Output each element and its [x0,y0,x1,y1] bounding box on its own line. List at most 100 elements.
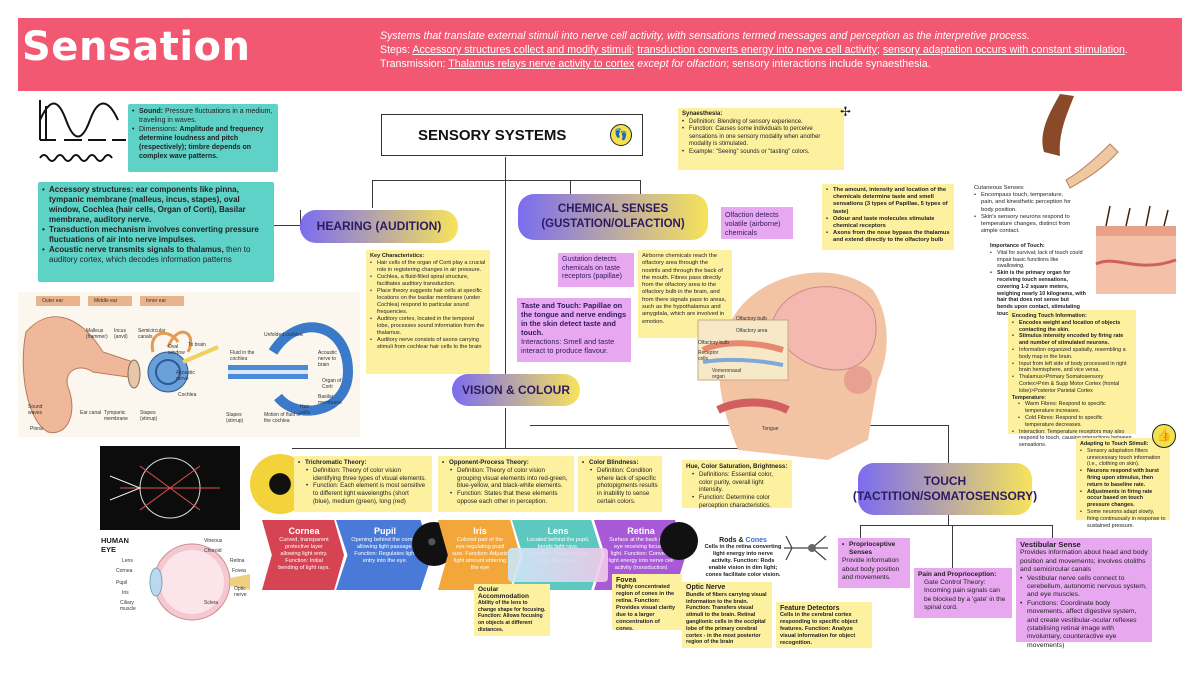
head-label: Tongue [762,426,779,432]
olfaction-details-note: The amount, intensity and location of th… [822,184,954,250]
sound-wave-icon [39,100,126,162]
eye-sketch [100,446,240,530]
ear-label: Sound waves [28,404,43,416]
eye-label: Iris [122,590,129,596]
eye-label: Vitreous [204,538,223,544]
head-label: Receptor cells [698,350,719,362]
pain-note: Pain and Proprioception: Gate Control Th… [914,568,1012,618]
connector [505,180,506,376]
adapting-touch-note: Adapting to Touch Stimuli: Sensory adapt… [1076,438,1170,529]
ear-label: Hair cells [300,404,311,416]
cutaneous-note: Cutaneous Senses: Encompass touch, tempe… [970,182,1078,234]
connector [948,425,949,463]
gustation-note: Gustation detects chemicals on taste rec… [558,253,634,287]
neuron-icon [784,535,828,561]
eye-label: Optic nerve [234,586,247,598]
color-blindness-note: Color Blindness: Definition: Condition w… [578,456,662,512]
eye-label: Cornea [116,568,133,574]
center-node: SENSORY SYSTEMS 👣 [381,114,643,156]
head-label: Olfactory area [736,328,768,334]
eye-label: Retina [230,558,245,564]
hearing-pill: HEARING (AUDITION) [300,210,458,243]
thumbs-up-icon: 👍 [1152,424,1176,448]
footprints-icon: 👣 [610,124,632,146]
human-eye-title: HUMAN EYE [101,536,129,554]
airborne-note: Airborne chemicals reach the olfactory a… [638,250,732,338]
ear-label: Basilar membrane [318,394,342,406]
connector [948,515,949,525]
summary-line1: Systems that translate external stimuli … [380,30,1030,42]
taste-touch-note: Taste and Touch: Papillae on the tongue … [517,298,631,362]
connector [505,157,506,180]
ear-label: Organ of Corti [322,378,342,390]
head-label: Olfactory bulb [698,340,729,346]
feature-detectors-note: Feature Detectors Cells in the cerebral … [776,602,872,648]
ear-label: Pinna [30,426,43,432]
ear-label: Unfolded cochlea [264,332,303,338]
trichromatic-note: Trichromatic Theory: Definition: Theory … [294,456,432,512]
connector [860,525,1052,526]
ear-label: Incus (anvil) [114,328,128,340]
eye-label: Sclera [204,600,219,606]
page-title: Sensation [22,24,251,70]
key-title: Key Characteristics: [370,253,425,259]
ear-label: Cochlea [178,392,197,398]
optic-nerve-note: Optic Nerve Bundle of fibers carrying vi… [682,582,772,648]
ear-label: Middle ear [94,298,118,304]
summary-transmission: Transmission: Thalamus relays nerve acti… [380,58,931,70]
importance-touch-note: Importance of Touch: Vital for survival;… [986,240,1090,317]
head-diagram: Olfactory bulb Olfactory area Olfactory … [678,250,898,470]
touch-pill: TOUCH (TACTITION/SOMATOSENSORY) [853,463,1037,515]
accessory-structures-note: Accessory structures: ear components lik… [38,182,274,282]
sound-note: Sound: Pressure fluctuations in a medium… [128,104,278,172]
summary-steps: Steps: Accessory structures collect and … [380,44,1128,56]
eye-label: Pupil [116,580,128,586]
center-title: SENSORY SYSTEMS [418,126,567,144]
vestibular-note: Vestibular Sense Provides information ab… [1016,538,1152,649]
eye-label: Lens [122,558,133,564]
rods-cones-note: Rods & Cones Cells in the retina convert… [704,537,782,578]
connector [1052,525,1053,538]
eye-label: Choroid [204,548,222,554]
opponent-process-note: Opponent-Process Theory: Definition: The… [438,456,574,512]
retina-cells-image [508,548,608,582]
ear-label: Motion of fluid in the cochlea [264,412,301,424]
synaesthesia-note: Synaesthesia: Definition: Blending of se… [678,108,844,170]
connector [292,448,747,449]
fovea-note: Fovea Highly concentrated region of cone… [612,574,682,632]
eye-label: Ciliary muscle [120,600,136,612]
ear-label: Acoustic nerve [176,370,195,382]
hands-icon [1042,94,1119,189]
hearing-key-characteristics: Key Characteristics: Hair cells of the o… [366,250,490,374]
connector [860,525,861,538]
connector [952,525,953,568]
olfaction-note: Olfaction detects volatile (airborne) ch… [721,207,793,239]
connector [372,180,640,181]
ocular-accommodation-note: Ocular Accommodation Ability of the lens… [474,584,550,636]
sparkle-icon: ✢ [840,104,851,119]
ear-label: Acoustic nerve to brain [318,350,337,368]
chemical-senses-pill: CHEMICAL SENSES (GUSTATION/OLFACTION) [518,194,708,240]
proprioceptive-note: Proprioceptive Senses Provide informatio… [838,538,910,588]
ear-label: Stapes (stirrup) [140,410,158,422]
eye-label: Fovea [232,568,246,574]
connector [372,180,373,208]
ear-label: Malleus (hammer) [86,328,108,340]
header-banner [18,18,1182,91]
head-label: Vomeronasal organ [712,368,742,380]
connector [505,408,506,448]
ear-label: Inner ear [146,298,167,304]
ear-diagram: Outer ear Middle ear Inner ear Malleus (… [18,292,360,437]
ear-label: Stapes (stirrup) [226,412,244,424]
skin-diagram-icon [1095,205,1177,294]
retina-eye-icon [660,522,698,560]
ear-label: To brain [188,342,206,348]
ear-label: Oval window [168,344,185,356]
connector [640,180,641,194]
ear-label: Tympanic membrane [104,410,128,422]
ear-label: Ear canal [80,410,102,416]
connector [250,225,300,226]
ear-label: Fluid in the cochlea [230,350,255,362]
